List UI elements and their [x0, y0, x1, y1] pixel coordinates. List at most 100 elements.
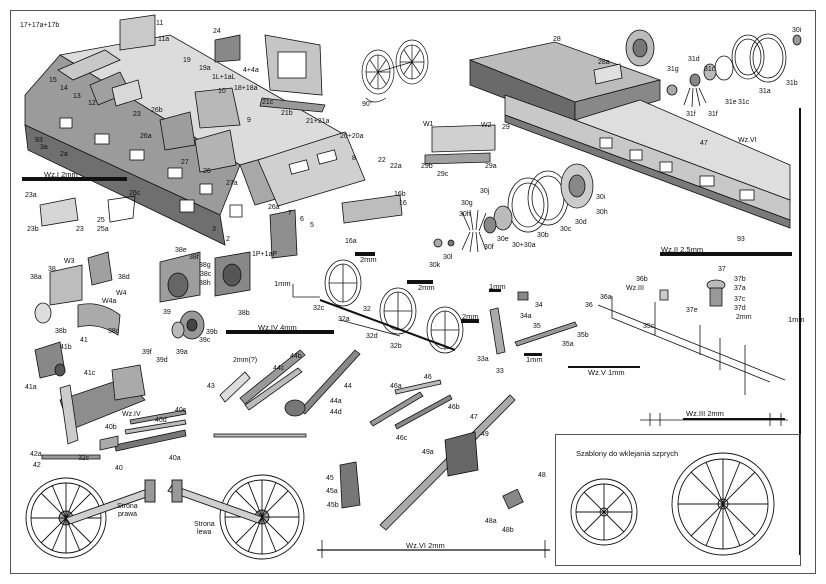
part-40d-rod — [124, 419, 187, 435]
scale-label-1mm-v: 1mm — [788, 315, 805, 324]
scale-bar-2mm-b — [407, 280, 433, 284]
part-label-44b: 44b — [290, 353, 302, 360]
part-label-26a: 26a — [140, 133, 152, 140]
part-label-32: 32 — [363, 306, 371, 313]
part-46b-rod — [394, 394, 453, 430]
part-label-30h: 30h — [596, 209, 608, 216]
part-label-47b: 47 — [470, 414, 478, 421]
part-label-42: 42 — [33, 462, 41, 469]
main-frame-side — [504, 94, 791, 221]
spoke-stencils — [570, 452, 775, 556]
part-label-46c: 46c — [396, 435, 408, 442]
stencil-panel — [555, 434, 801, 566]
part-label-26b: 26b — [151, 107, 163, 114]
part-42-rod — [41, 454, 101, 460]
part-21-rod — [259, 97, 326, 113]
part-label-12: 12 — [88, 100, 96, 107]
part-26-box — [159, 111, 196, 151]
part-46a-rod — [369, 391, 424, 427]
cylinder-parts-38-39 — [34, 251, 251, 340]
part-label-W4a: W4a — [102, 298, 117, 305]
part-label-28a: 28a — [598, 59, 610, 66]
part-label-90deg: 90° — [362, 101, 373, 108]
part-label-48b: 48b — [502, 527, 514, 534]
right-frame-assembly — [424, 41, 791, 229]
part-label-8: 8 — [352, 155, 356, 162]
part-label-23c: 23 — [76, 226, 84, 233]
part-label-93b: 93 — [737, 236, 745, 243]
scale-label-wz5: Wz.V 1mm — [588, 368, 625, 377]
wheelset-32-spokes — [329, 264, 459, 349]
part-label-37a: 37a — [734, 285, 746, 292]
part-label-39a: 39a — [176, 349, 188, 356]
wheel-spokes-right — [400, 45, 424, 79]
scale-bar-1mm-b — [489, 289, 501, 292]
part-label-49a: 49a — [422, 449, 434, 456]
part-label-36a: 36a — [600, 294, 612, 301]
part-label-29b: 29b — [421, 163, 433, 170]
part-label-7: 7 — [288, 210, 292, 217]
part-label-49: 49 — [481, 431, 489, 438]
part-label-38b: 38b — [238, 310, 250, 317]
part-label-38: 38 — [48, 266, 56, 273]
part-label-4: 4+4a — [243, 67, 259, 74]
part-40b-rod — [99, 435, 119, 451]
part-label-26d: 26a — [268, 204, 280, 211]
part-label-strona-lewa-2: lewa — [197, 529, 212, 536]
part-44b-rod — [239, 349, 306, 405]
part-25-bracket — [107, 195, 136, 223]
part-label-29a: 29a — [485, 163, 497, 170]
main-frame-bottom — [504, 114, 791, 229]
part-28a-grille — [593, 63, 623, 85]
part-label-38d: 38d — [118, 274, 130, 281]
part-label-2mm: 2mm(?) — [233, 357, 258, 364]
part-label-31g: 31g — [667, 66, 679, 73]
part-label-34: 34 — [535, 302, 543, 309]
part-label-40: 40 — [115, 465, 123, 472]
part-label-30f: 30f — [484, 244, 494, 251]
scale-label-2mm-b: 2mm — [418, 283, 435, 292]
part-label-18: 18+18a — [234, 85, 258, 92]
part-label-32a: 32a — [338, 316, 350, 323]
part-label-46a: 46a — [390, 383, 402, 390]
valve-gear-41-40 — [34, 341, 187, 460]
part-label-40c: 40c — [175, 407, 187, 414]
part-label-39d: 39d — [156, 357, 168, 364]
part-label-42a: 42a — [30, 451, 42, 458]
part-label-30g: 30g — [461, 200, 473, 207]
part-label-32d: 32d — [366, 333, 378, 340]
part-label-20: 20+20a — [340, 133, 364, 140]
part-24-bracket — [214, 34, 241, 63]
part-label-32c: 32c — [313, 305, 325, 312]
frame-front-side — [24, 124, 226, 246]
part-label-25: 25 — [97, 217, 105, 224]
part-label-30e: 30e — [497, 236, 509, 243]
part-label-38h: 38h — [199, 280, 211, 287]
part-29a-plate — [424, 152, 491, 165]
stencil-small-spokes — [576, 484, 632, 540]
part-label-21b: 21b — [281, 110, 293, 117]
part-label-strona-lewa-1: Strona — [194, 521, 215, 528]
part-label-37c: 37c — [734, 296, 746, 303]
part-label-32b: 32b — [390, 343, 402, 350]
part-label-30j: 30j — [480, 188, 490, 195]
wheel-discs-top-right — [625, 29, 802, 108]
part-label-33a: 33a — [477, 356, 489, 363]
scale-bar-2mm-a — [355, 252, 375, 256]
wheel-rings-30 — [433, 163, 594, 253]
part-label-31f2: 31f — [708, 111, 718, 118]
part-label-41c: 41c — [84, 370, 96, 377]
part-label-10: 10 — [218, 88, 226, 95]
part-43-lever — [219, 371, 251, 403]
scale-bar-wz1 — [22, 177, 127, 181]
stencil-title: Szablony do wklejania szprych — [576, 449, 679, 458]
part-16-plate — [341, 194, 403, 224]
part-label-30b: 30b — [537, 232, 549, 239]
part-label-W2: W2 — [481, 122, 492, 129]
part-label-41: 41 — [80, 337, 88, 344]
part-label-17a: 17+17a+17b — [20, 22, 60, 29]
part-label-47: 47 — [700, 140, 708, 147]
part-label-37d: 37d — [734, 305, 746, 312]
